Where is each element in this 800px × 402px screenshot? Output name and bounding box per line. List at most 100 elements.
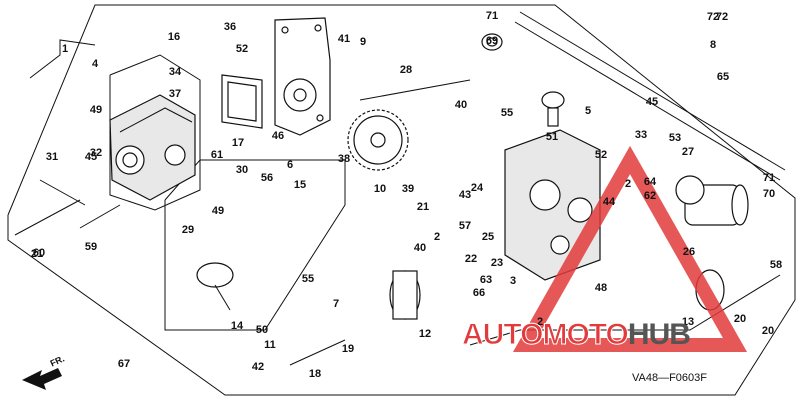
part-number-label: 67 — [118, 358, 130, 370]
part-number-label: 30 — [236, 164, 248, 176]
part-number-label: 16 — [168, 31, 180, 43]
part-number-label: 25 — [482, 231, 494, 243]
part-number-label: 12 — [419, 328, 431, 340]
part-number-label: 71 — [486, 10, 498, 22]
watermark-word-red: AUTOMOTO — [462, 318, 630, 352]
part-number-label: 26 — [683, 246, 695, 258]
part-number-label: 21 — [31, 248, 43, 260]
gear-case-housing — [109, 94, 196, 201]
part-number-label: 64 — [644, 176, 657, 188]
part-number-label: 29 — [182, 224, 194, 236]
part-number-label: 56 — [261, 172, 273, 184]
part-number-label: 62 — [644, 190, 656, 202]
watermark-text: AUTOMOTOHUB — [462, 318, 691, 352]
part-number-label: 55 — [501, 107, 513, 119]
part-number-label: 72 — [707, 11, 719, 23]
subgroup-frame-left — [29, 39, 96, 79]
part-number-label: 31 — [46, 151, 58, 163]
clutch-assembly-15 — [196, 262, 234, 311]
part-number-label: 36 — [224, 21, 236, 33]
bolt-33 — [39, 179, 86, 206]
part-number-label: 20 — [762, 325, 774, 337]
part-number-label: 2 — [537, 316, 543, 328]
part-number-label: 17 — [232, 137, 244, 149]
shaft-line — [519, 11, 786, 171]
part-number-label: 23 — [491, 257, 503, 269]
part-number-label: 34 — [169, 66, 182, 78]
subgroup-frame-mid — [164, 159, 346, 331]
main-gearbox-case — [504, 129, 601, 281]
part-number-label: 70 — [763, 188, 775, 200]
part-number-label: 33 — [635, 129, 647, 141]
part-number-label: 11 — [264, 339, 276, 351]
part-number-label: 63 — [480, 274, 492, 286]
part-number-label: 10 — [374, 183, 386, 195]
part-number-label: 20 — [734, 313, 746, 325]
part-number-label: 52 — [236, 43, 248, 55]
part-number-label: 15 — [294, 179, 306, 191]
part-number-label: 24 — [471, 182, 484, 194]
part-number-label: 46 — [272, 130, 284, 142]
gasket-plate — [221, 74, 263, 129]
front-direction-arrow — [22, 368, 62, 390]
part-number-label: 65 — [717, 71, 729, 83]
part-number-label: 52 — [595, 149, 607, 161]
part-number-label: 41 — [338, 33, 350, 45]
part-number-label: 53 — [669, 132, 681, 144]
shaft-line-2 — [514, 21, 781, 181]
bolt-62 — [14, 199, 81, 236]
part-number-label: 60 — [33, 247, 45, 259]
large-gear — [347, 109, 409, 171]
part-number-label: 43 — [459, 189, 471, 201]
part-number-label: 49 — [212, 205, 224, 217]
part-number-label: 7 — [333, 298, 339, 310]
part-number-label: 50 — [256, 324, 268, 336]
part-number-label: 9 — [360, 36, 366, 48]
knob-5 — [541, 91, 565, 127]
part-number-label: 40 — [455, 99, 467, 111]
assembly-frame — [7, 4, 796, 396]
part-number-label: 40 — [414, 242, 426, 254]
part-number-label: 18 — [309, 368, 321, 380]
part-number-label: 28 — [400, 64, 412, 76]
part-number-label: 58 — [770, 259, 782, 271]
part-number-label: 39 — [402, 183, 414, 195]
part-number-label: 71 — [763, 172, 775, 184]
part-number-label: 3 — [510, 275, 516, 287]
seal-cup — [481, 33, 503, 51]
transmission-cover — [274, 17, 331, 136]
part-number-label: 14 — [231, 320, 244, 332]
part-number-label: 37 — [169, 88, 181, 100]
watermark-word-gray: HUB — [627, 318, 691, 351]
shaft-19 — [289, 339, 346, 366]
part-number-label: 61 — [211, 149, 223, 161]
part-number-label: 49 — [90, 104, 102, 116]
diagram-code: VA48—F0603F — [632, 372, 708, 384]
part-number-label: 8 — [710, 39, 716, 51]
part-number-label: 6 — [287, 159, 293, 171]
shaft-30 — [359, 79, 471, 101]
subgroup-frame-right — [469, 274, 781, 346]
part-number-label: 19 — [342, 343, 354, 355]
bolt-61 — [79, 204, 121, 229]
part-number-label: 27 — [682, 146, 694, 158]
part-number-label: 22 — [465, 253, 477, 265]
drum-13 — [389, 270, 421, 320]
part-number-label: 45 — [646, 96, 658, 108]
part-number-label: 21 — [417, 201, 429, 213]
part-number-label: 66 — [473, 287, 485, 299]
part-number-label: 13 — [682, 316, 694, 328]
part-number-label: 32 — [90, 147, 102, 159]
part-number-label: 44 — [603, 196, 616, 208]
part-number-label: 57 — [459, 220, 471, 232]
part-number-label: 2 — [434, 231, 440, 243]
motor-unit — [675, 175, 749, 226]
part-number-label: 45 — [85, 151, 97, 163]
part-number-label: 69 — [486, 35, 498, 47]
part-number-label: 51 — [546, 131, 558, 143]
watermark-logo — [512, 145, 748, 352]
part-number-label: 2 — [625, 178, 631, 190]
part-number-label: 72 — [716, 11, 728, 23]
